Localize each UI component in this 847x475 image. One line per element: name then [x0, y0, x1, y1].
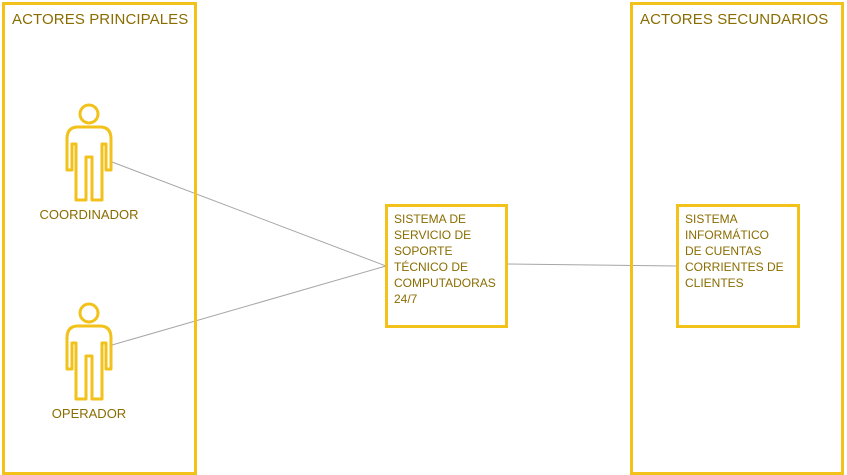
secondary-actors-panel: ACTORES SECUNDARIOS [630, 2, 844, 475]
connector-operator-system [111, 265, 387, 346]
main-system-box: SISTEMA DE SERVICIO DE SOPORTE TÉCNICO D… [385, 204, 508, 328]
connector-system-secondary [506, 263, 678, 267]
actor-label-coordinator: COORDINADOR [39, 207, 139, 222]
actor-label-operator: OPERADOR [51, 406, 127, 421]
primary-actors-title: ACTORES PRINCIPALES [12, 11, 189, 28]
primary-actors-panel: ACTORES PRINCIPALES [2, 2, 197, 475]
operator-person-icon [65, 302, 113, 401]
connector-coordinator-system [111, 161, 387, 267]
secondary-actors-title: ACTORES SECUNDARIOS [640, 11, 829, 28]
secondary-system-box: SISTEMA INFORMÁTICO DE CUENTAS CORRIENTE… [676, 204, 800, 328]
coordinator-person-icon [65, 103, 113, 202]
